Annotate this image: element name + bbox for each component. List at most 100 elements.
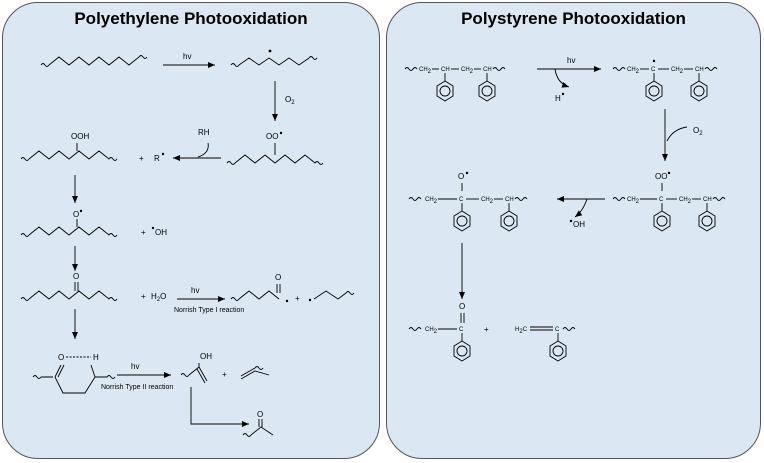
- phenyl-aromatic-3: [648, 85, 660, 97]
- ketone-chain: [20, 282, 118, 301]
- phenyl-ring-6: [698, 210, 716, 232]
- psk-c: C: [459, 327, 464, 333]
- psr-ch2-2: CH2: [671, 67, 684, 75]
- final-arrow-path: [190, 387, 249, 427]
- pso-ch: CH: [505, 197, 514, 203]
- pso-wavy-right: [514, 197, 528, 201]
- plus-oh: +: [141, 228, 146, 237]
- psk-wavy: [408, 327, 422, 331]
- phenyl-ring-3: [645, 80, 663, 102]
- ps-peroxy-label: OO: [655, 172, 667, 181]
- ps-oh-radical: OH: [573, 220, 585, 229]
- rh-curved-arrow: [197, 142, 209, 158]
- phenyl-ring-7: [453, 210, 471, 232]
- psr-wavy-right: [704, 67, 718, 71]
- phenyl-aromatic-1: [439, 85, 451, 97]
- alkoxy-chain: [20, 219, 118, 237]
- psp-wavy-left: [612, 197, 626, 201]
- enol-oh-label: OH: [200, 352, 212, 361]
- peroxy-chain: [226, 143, 324, 165]
- plus-h2o: +: [141, 292, 146, 301]
- methyl-ketone: [242, 419, 274, 437]
- ps-oh-curved-arrow: [574, 198, 588, 218]
- psp-ch2-2: CH2: [679, 197, 692, 205]
- acyl-chain: [230, 284, 281, 301]
- hv-label-3: hv: [131, 362, 139, 371]
- pe-chain: [40, 55, 148, 67]
- plus-alkyl: +: [295, 294, 300, 303]
- o2-label: O2: [285, 95, 295, 106]
- pso-c: C: [459, 197, 464, 203]
- radical-dot-2: [279, 131, 283, 135]
- radical-dot-7: [308, 298, 312, 302]
- phenyl-aromatic-10: [552, 345, 564, 357]
- psp-wavy-right: [712, 197, 726, 201]
- hv-label-1: hv: [183, 52, 191, 61]
- polystyrene-scheme: CH2 CH CH2 CH hv H CH2 C CH2 CH: [404, 56, 726, 362]
- ps-h-curved-arrow: [554, 68, 570, 88]
- ps-radical-dot-h: [561, 92, 565, 96]
- pss-c: C: [555, 327, 560, 333]
- ps-ch-1: CH: [441, 67, 450, 73]
- pso-ch2-2: CH2: [481, 197, 494, 205]
- radical-dot-5: [151, 226, 155, 230]
- radical-dot-1: [268, 49, 272, 53]
- polystyrene-title: Polystyrene Photooxidation: [461, 9, 686, 28]
- ring-o-label: O: [58, 353, 64, 362]
- phenyl-ring-5: [653, 210, 671, 232]
- acyl-o-label: O: [275, 273, 281, 282]
- phenyl-aromatic-5: [656, 215, 668, 227]
- enol-structure: [180, 363, 208, 384]
- pso-radical-dot: [465, 171, 469, 175]
- ps-peroxy-dot: [667, 171, 671, 175]
- phenyl-aromatic-2: [481, 85, 493, 97]
- pss-h2c: H2C: [515, 327, 528, 335]
- ps-chain-wavy-right: [492, 67, 506, 71]
- phenyl-ring-4: [690, 80, 708, 102]
- phenyl-ring-9: [453, 340, 471, 362]
- h-radical: H: [555, 94, 561, 103]
- pso-o-label: O: [458, 172, 464, 181]
- phenyl-ring-2: [478, 80, 496, 102]
- ketone-o-label: O: [73, 272, 79, 281]
- psr-ch: CH: [695, 67, 704, 73]
- peroxy-radical-label: OO: [266, 132, 278, 141]
- phenyl-ring-1: [436, 80, 454, 102]
- oh-radical: OH: [155, 228, 167, 237]
- psr-c: C: [651, 67, 656, 73]
- polyethylene-title: Polyethylene Photooxidation: [74, 9, 308, 28]
- psk-o-label: O: [459, 302, 465, 311]
- phenyl-ring-10: [549, 340, 567, 362]
- alkyl-chain: [313, 290, 355, 300]
- ps-o2-label: O2: [693, 126, 703, 137]
- ps-hv-label: hv: [567, 56, 575, 65]
- ps-plus: +: [484, 325, 489, 334]
- psr-ch2-1: CH2: [627, 67, 640, 75]
- radical-dot-4: [79, 209, 83, 213]
- pss-wavy: [562, 327, 576, 331]
- phenyl-aromatic-6: [701, 215, 713, 227]
- radical-dot-3: [161, 152, 165, 156]
- hydroperoxide-chain: [20, 143, 118, 161]
- polyethylene-panel: Polyethylene Photooxidation hv O2 OO RH …: [2, 2, 380, 459]
- pe-radical-chain: [230, 56, 318, 67]
- ring-h-label: H: [93, 353, 99, 362]
- polyethylene-scheme: hv O2 OO RH OOH + R O + OH O +: [20, 49, 355, 437]
- phenyl-aromatic-7: [456, 215, 468, 227]
- psp-c: C: [659, 197, 664, 203]
- ooh-label: OOH: [71, 132, 89, 141]
- hv-label-2: hv: [191, 286, 199, 295]
- ps-chain-wavy-left: [404, 67, 418, 71]
- pso-ch2-1: CH2: [425, 197, 438, 205]
- norrish2-caption: Norrish Type II reaction: [101, 384, 173, 391]
- alkene-structure: [240, 366, 270, 380]
- ps-oh-dot: [569, 219, 573, 223]
- psk-ch2: CH2: [425, 327, 438, 335]
- ps-o2-curved-arrow: [666, 126, 688, 142]
- phenyl-aromatic-4: [693, 85, 705, 97]
- plus-r: +: [139, 154, 144, 163]
- psp-ch: CH: [703, 197, 712, 203]
- alkoxy-o-label: O: [73, 210, 79, 219]
- rh-label: RH: [198, 128, 210, 137]
- psp-ch2-1: CH2: [627, 197, 640, 205]
